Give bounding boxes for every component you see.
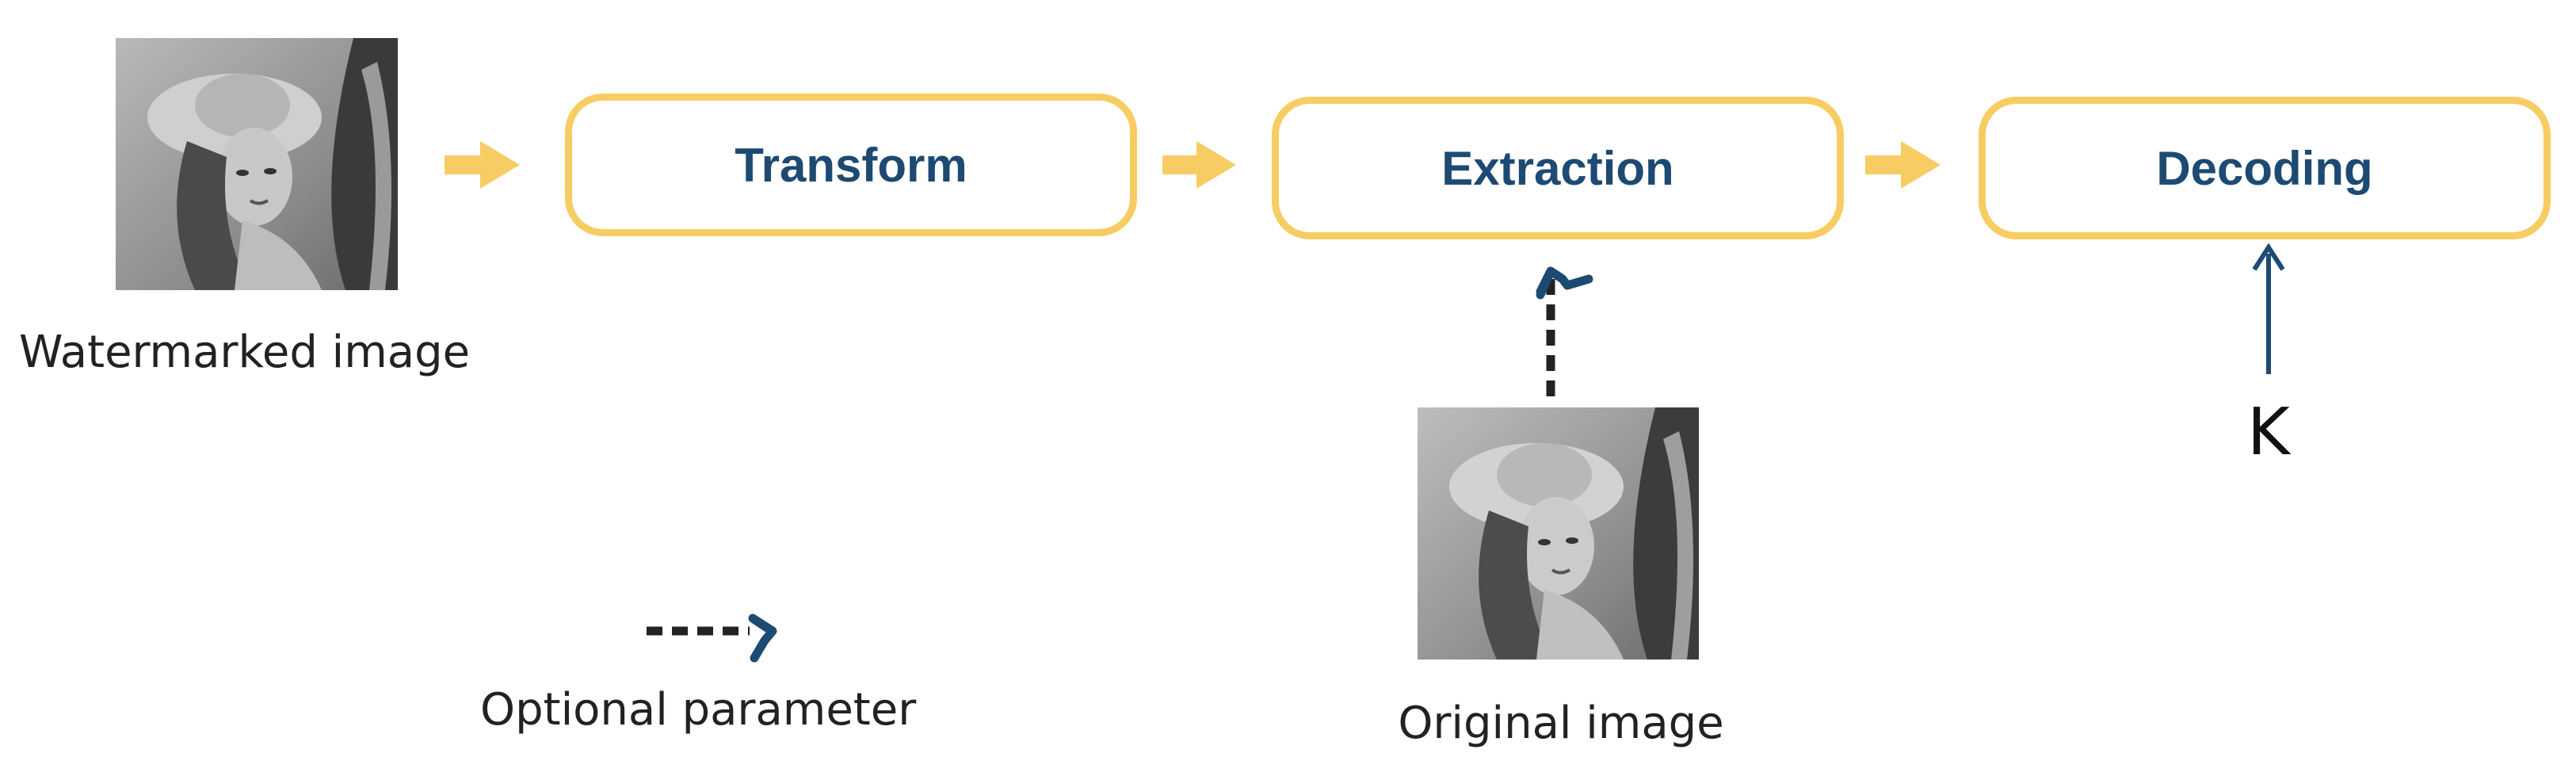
legend-dashed-arrow-icon [647,614,777,663]
portrait-photo-icon [1418,407,1699,660]
flow-arrow-3 [1865,141,1941,189]
flow-arrow-2 [1162,141,1236,189]
portrait-photo-icon [116,38,398,290]
transform-stage: Transform [565,94,1137,236]
watermarked-image [116,38,398,290]
extraction-stage-label: Extraction [1441,141,1674,195]
key-arrow [2252,243,2285,374]
decoding-stage-label: Decoding [2156,141,2373,195]
key-label: K [2247,395,2290,470]
extraction-stage: Extraction [1272,97,1844,239]
original-image-caption: Original image [1398,698,1724,749]
watermarked-image-caption: Watermarked image [19,327,471,378]
flow-arrow-1 [445,141,520,189]
legend-caption: Optional parameter [480,684,917,736]
original-image [1418,407,1699,660]
optional-arrow-extraction [1536,266,1593,396]
transform-stage-label: Transform [735,138,967,192]
decoding-stage: Decoding [1979,97,2551,239]
